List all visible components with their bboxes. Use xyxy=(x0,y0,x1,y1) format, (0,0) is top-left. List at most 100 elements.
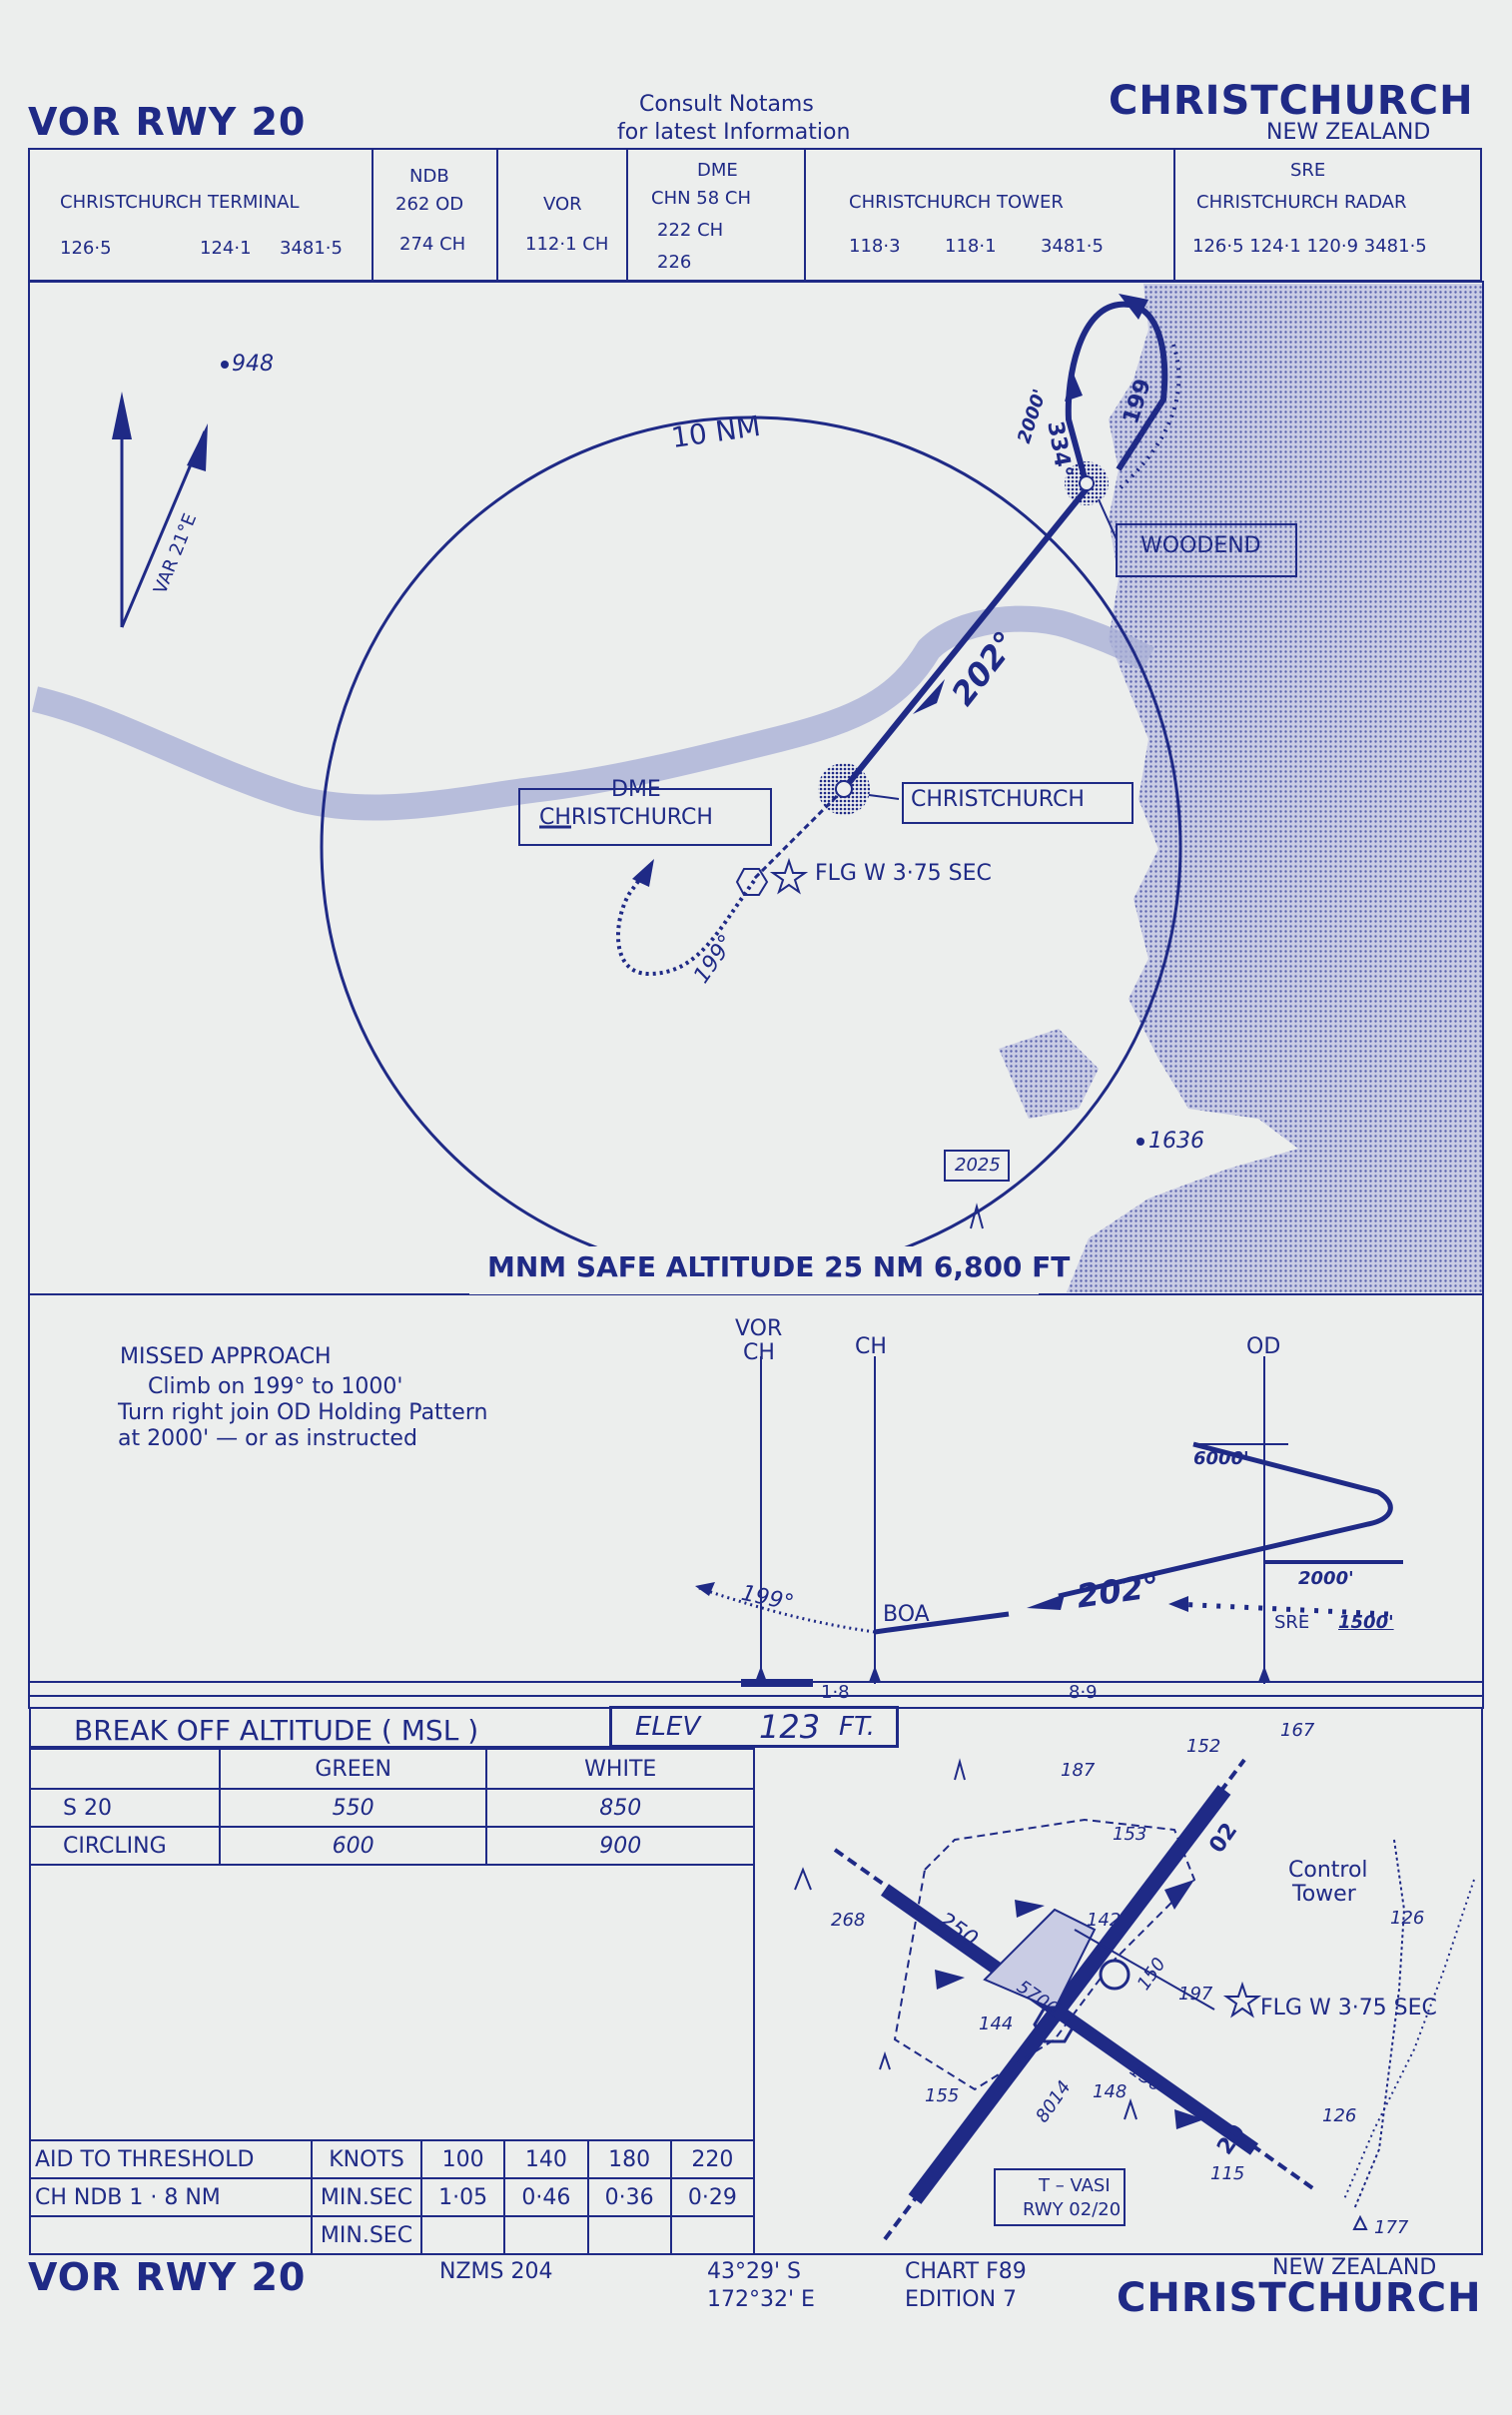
speed-140: 140 xyxy=(503,2139,589,2179)
elev-box xyxy=(609,1706,899,1748)
vor-name-box xyxy=(902,782,1134,824)
boa-corner xyxy=(29,1748,221,1790)
col-white: WHITE xyxy=(485,1748,755,1790)
sre-title: SRE xyxy=(1290,160,1326,181)
msa-knockout xyxy=(469,1246,1039,1294)
tower-freq-1: 118·3 xyxy=(849,236,901,257)
dme-line-2: 222 CH xyxy=(657,220,724,241)
time-r2-180 xyxy=(586,2215,672,2255)
missed-approach-title: MISSED APPROACH xyxy=(120,1344,332,1369)
speed-180: 180 xyxy=(586,2139,672,2179)
dme-line-1: CHN 58 CH xyxy=(651,188,752,209)
freq-cell-terminal xyxy=(30,150,374,280)
aerodrome-chart xyxy=(794,1758,1475,2241)
alt-1500: 1500' xyxy=(1338,1612,1394,1633)
christchurch-vor-center xyxy=(835,780,853,798)
elev-187: 187 xyxy=(1061,1760,1096,1781)
woodend-box xyxy=(1116,523,1297,577)
missed-profile-arrow-icon xyxy=(695,1582,715,1596)
vor-on-field-icon xyxy=(1099,1959,1131,1991)
dme-title: DME xyxy=(697,160,738,181)
ndb-line-1: 262 OD xyxy=(395,194,464,215)
sre-label: SRE xyxy=(1274,1612,1310,1633)
threshold-arrow-3-icon xyxy=(1164,1880,1194,1910)
profile-view xyxy=(28,1294,1484,1709)
spot-elev-948-dot xyxy=(221,361,229,369)
time-r2-220 xyxy=(669,2215,756,2255)
freq-cell-dme xyxy=(628,150,806,280)
dme-hexagon-icon xyxy=(735,868,769,896)
dme-name: CHRISTCHURCH xyxy=(539,805,713,830)
od-fix-marker-icon xyxy=(1258,1666,1270,1682)
row-circling-label: CIRCLING xyxy=(29,1826,221,1866)
timing-r2-blank xyxy=(29,2215,313,2255)
holding-protection xyxy=(1117,344,1181,491)
timing-aid: CH NDB 1 · 8 NM xyxy=(29,2177,313,2217)
obstacle-268-icon xyxy=(794,1867,812,1891)
terminal-freq-2: 124·1 xyxy=(200,238,252,259)
timing-table: AID TO THRESHOLD KNOTS 100 140 180 220 C… xyxy=(29,2139,756,2255)
profile-vor-ch-label: CH xyxy=(743,1340,775,1365)
river xyxy=(32,605,1154,821)
missed-line-1: Climb on 199° to 1000' xyxy=(148,1374,403,1399)
elev-153: 153 xyxy=(1113,1824,1147,1845)
runway-02-20 xyxy=(908,1785,1231,2204)
dme-box xyxy=(518,788,772,846)
alt-6000: 6000' xyxy=(1193,1448,1249,1469)
time-r2-140 xyxy=(503,2215,589,2255)
elev-unit: FT. xyxy=(839,1712,876,1742)
elev-268: 268 xyxy=(831,1910,866,1931)
missed-profile-path xyxy=(698,1586,876,1634)
boa-title: BREAK OFF ALTITUDE ( MSL ) xyxy=(74,1714,479,1747)
row-circling-white: 900 xyxy=(485,1826,755,1866)
notams-line-1: Consult Notams xyxy=(639,92,814,117)
lake-area xyxy=(999,1029,1099,1119)
footer-airport: CHRISTCHURCH xyxy=(1117,2275,1482,2321)
spot-elev-1636-dot xyxy=(1136,1138,1144,1146)
missed-line-2: Turn right join OD Holding Pattern xyxy=(118,1400,488,1425)
holding-profile xyxy=(1058,1441,1393,1599)
beacon-star-icon xyxy=(769,857,809,895)
procedure-title: VOR RWY 20 xyxy=(28,100,307,144)
vasi-box xyxy=(994,2168,1126,2226)
field-beacon-star-icon xyxy=(1222,1981,1262,2018)
dist-197: 197 xyxy=(1178,1984,1213,2005)
inbound-course-line xyxy=(841,484,1092,791)
elev-126-b: 126 xyxy=(1322,2105,1357,2126)
elev-126-a: 126 xyxy=(1390,1908,1425,1929)
dme-label: DME xyxy=(611,777,661,802)
row-s20-green: 550 xyxy=(218,1788,488,1828)
runway-bar xyxy=(741,1679,813,1687)
time-180: 0·36 xyxy=(586,2177,672,2217)
elev-label: ELEV xyxy=(635,1712,701,1742)
plan-view xyxy=(28,281,1484,1295)
inbound-arrow-icon xyxy=(913,679,945,714)
sea-area xyxy=(1067,284,1482,1292)
road-line xyxy=(1343,1879,1475,2200)
elev-152: 152 xyxy=(1186,1736,1221,1757)
spot-elev-1636: 1636 xyxy=(1148,1129,1204,1154)
footer-edition: EDITION 7 xyxy=(905,2287,1018,2312)
holding-out-arrow-icon xyxy=(1065,372,1083,402)
dist-142: 142 xyxy=(1087,1910,1122,1931)
row-s20-label: S 20 xyxy=(29,1788,221,1828)
tower-name: CHRISTCHURCH TOWER xyxy=(849,192,1064,213)
obstacle-icon xyxy=(970,1203,984,1229)
airport-name: CHRISTCHURCH xyxy=(1109,78,1474,124)
obstacle-115-icon xyxy=(1124,2097,1137,2120)
runway-11-29 xyxy=(880,1884,1259,2155)
frequency-strip: CHRISTCHURCH TERMINAL 126·5 124·1 3481·5… xyxy=(28,148,1482,282)
sre-freqs: 126·5 124·1 120·9 3481·5 xyxy=(1192,236,1427,257)
profile-ch-label: CH xyxy=(855,1334,887,1359)
country-name: NEW ZEALAND xyxy=(1266,120,1431,145)
dist-115: 115 xyxy=(1210,2163,1245,2184)
dist-148: 148 xyxy=(1093,2081,1128,2102)
alt-2000: 2000' xyxy=(1298,1568,1354,1589)
footer-chart: CHART F89 xyxy=(905,2259,1027,2284)
bottom-frame xyxy=(29,1708,1483,2255)
threshold-arrow-4-icon xyxy=(1174,2109,1204,2129)
terminal-freq-1: 126·5 xyxy=(60,238,112,259)
vasi-line-1: T – VASI xyxy=(1039,2175,1111,2196)
holding-turn-arrow-icon xyxy=(1119,294,1148,320)
field-flg: FLG W 3·75 SEC xyxy=(1260,1996,1437,2020)
